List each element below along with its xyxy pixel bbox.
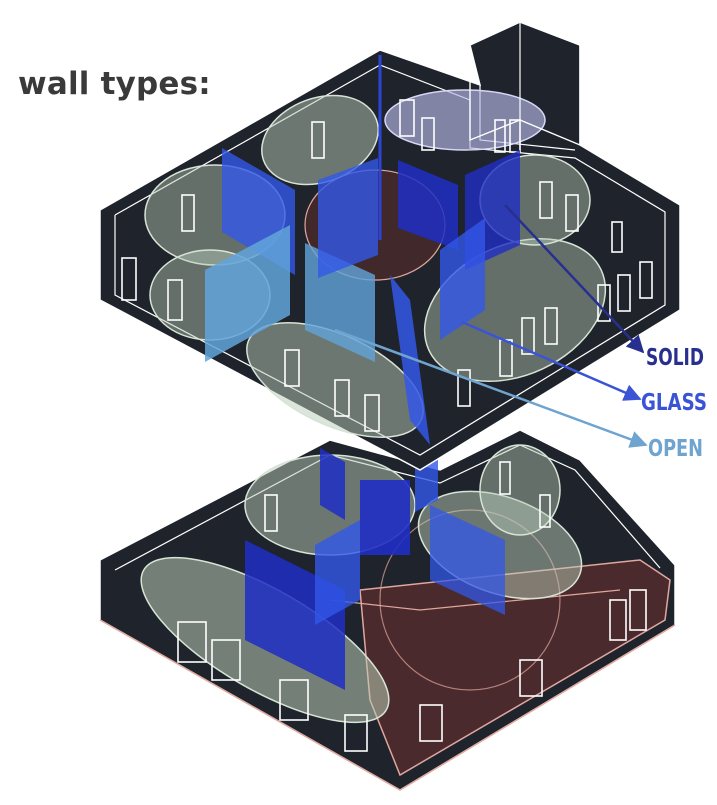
diagram-title: wall types:: [18, 66, 211, 102]
lower-glass-wall-2: [430, 505, 505, 615]
lower-zone-corner: [479, 444, 561, 536]
legend-arrow-solid: [504, 204, 645, 354]
legend-label-solid: SOLID: [646, 345, 704, 371]
upper-glass-wall-3: [440, 218, 485, 340]
upper-open-wall-1: [205, 225, 290, 362]
legend-label-open: OPEN: [648, 436, 703, 462]
lower-floor: [99, 429, 676, 791]
upper-windows: [121, 99, 653, 432]
lower-solid-wall-2: [360, 480, 410, 555]
lower-glass-wall-1: [315, 520, 360, 625]
legend-arrow-glass: [461, 320, 642, 401]
upper-glass-wall-2: [318, 158, 378, 278]
upper-floor: [99, 21, 681, 471]
legend-arrow-open: [334, 328, 648, 448]
upper-solid-wall-1: [398, 160, 458, 250]
legend: SOLID GLASS OPEN: [334, 204, 707, 462]
upper-wall-planes: [205, 55, 520, 445]
lower-solid-wall-3: [320, 448, 345, 520]
legend-label-glass: GLASS: [641, 390, 707, 416]
upper-glass-wall-4: [390, 275, 430, 445]
lower-windows: [177, 461, 647, 752]
